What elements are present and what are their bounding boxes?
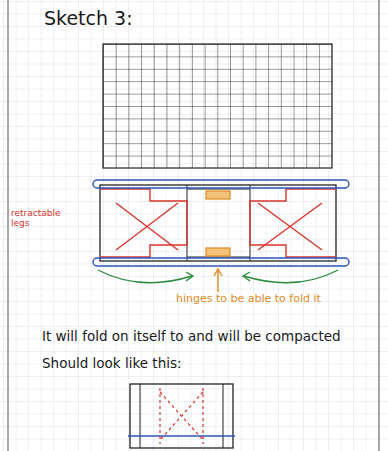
page-margin	[379, 0, 380, 451]
fold-note: It will fold on itself to and will be co…	[42, 329, 341, 345]
frame-drawing	[93, 180, 349, 292]
folded-view	[128, 384, 235, 448]
leg-note: retractable legs	[11, 208, 59, 229]
page-margin	[8, 0, 9, 451]
hinge-note: hinges to be able to fold it	[176, 293, 321, 306]
table-top-grid	[103, 44, 332, 168]
result-note: Should look like this:	[42, 356, 182, 372]
sketch-title: Sketch 3:	[44, 8, 133, 30]
